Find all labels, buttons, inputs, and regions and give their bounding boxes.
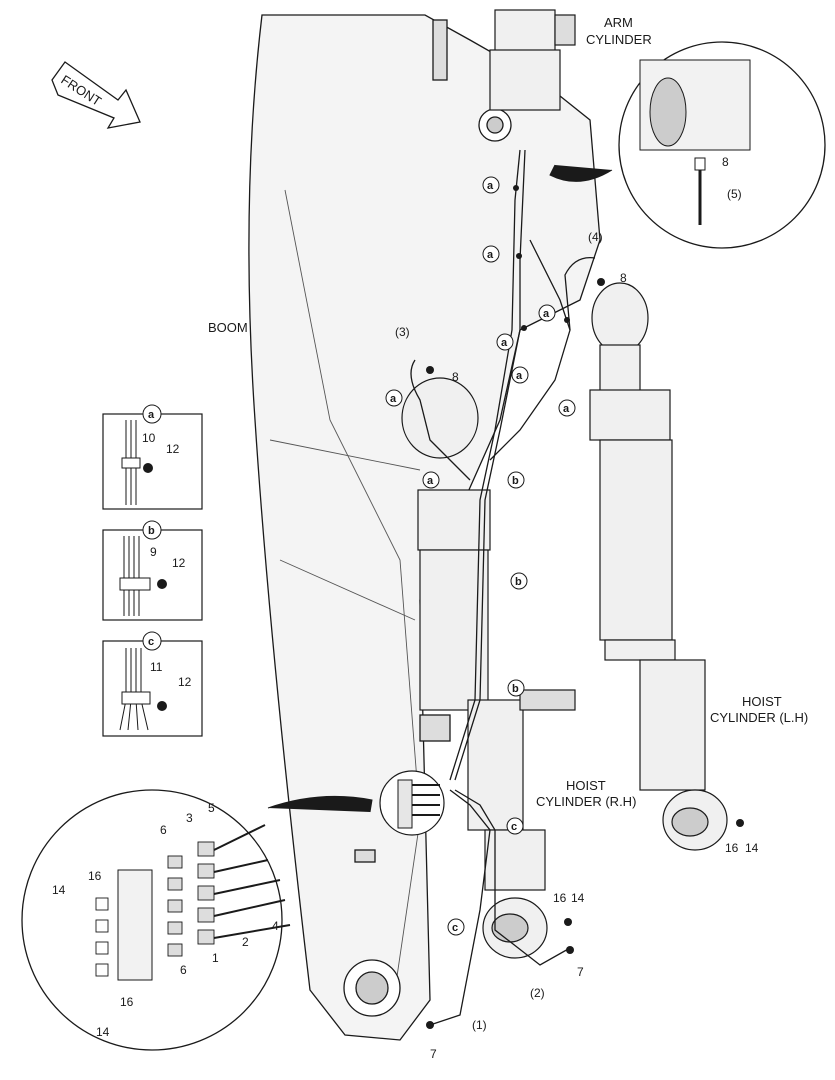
svg-text:a: a xyxy=(543,308,550,320)
part-5-label: (5) xyxy=(727,187,742,201)
part-labels: (3) (4) 8 8 16 14 16 14 7 (2) (1) 7 xyxy=(395,230,759,1061)
svg-text:a: a xyxy=(427,475,434,487)
part-6-top: 6 xyxy=(160,823,167,837)
part-3-label: (3) xyxy=(395,325,410,339)
callout-a-5: a xyxy=(511,366,529,384)
part-16-left-bottom: 16 xyxy=(120,995,134,1009)
part-8-right: 8 xyxy=(620,271,627,285)
callout-bubbles: a a a a a a a a b b b c c xyxy=(385,176,576,936)
front-arrow: FRONT xyxy=(51,61,141,129)
detail-c-part2: 12 xyxy=(178,675,192,689)
detail-c-part1: 11 xyxy=(150,660,163,674)
part-2-label: (2) xyxy=(530,986,545,1000)
part-16-rh: 16 xyxy=(553,891,567,905)
svg-text:a: a xyxy=(501,337,508,349)
part-1-label: (1) xyxy=(472,1018,487,1032)
callout-a-1: a xyxy=(482,176,500,194)
callout-b-2: b xyxy=(510,572,528,590)
part-14-rh: 14 xyxy=(571,891,585,905)
part-16-left-top: 16 xyxy=(88,869,102,883)
callout-a-8: a xyxy=(422,471,440,489)
part-14-left-top: 14 xyxy=(52,883,66,897)
callout-c-1: c xyxy=(506,817,524,835)
svg-text:a: a xyxy=(390,393,397,405)
part-4-label: (4) xyxy=(588,230,603,244)
detail-circle-block: 1 2 3 4 5 6 6 14 16 16 14 xyxy=(21,789,373,1051)
hoist-cylinder-lh xyxy=(589,282,728,851)
callout-b-1: b xyxy=(507,471,525,489)
detail-box-b: b 9 12 xyxy=(102,520,203,621)
part-8-left: 8 xyxy=(452,370,459,384)
hose-routing xyxy=(410,149,596,1026)
hoist-lh-label-2: CYLINDER (L.H) xyxy=(710,710,808,725)
arm-cylinder-label-2: CYLINDER xyxy=(586,32,652,47)
part-7-bottom: 7 xyxy=(430,1047,437,1061)
part-4: 4 xyxy=(272,919,279,933)
svg-text:a: a xyxy=(487,180,494,192)
callout-c-2: c xyxy=(447,918,465,936)
part-5: 5 xyxy=(208,801,215,815)
detail-box-a: a 10 12 xyxy=(102,404,203,510)
svg-text:b: b xyxy=(515,576,522,588)
arm-cylinder xyxy=(489,9,576,111)
part-6-bottom: 6 xyxy=(180,963,187,977)
detail-box-c: c 11 12 xyxy=(102,631,203,737)
svg-text:c: c xyxy=(511,821,517,833)
detail-b-letter: b xyxy=(148,525,155,537)
callout-a-4: a xyxy=(496,333,514,351)
detail-a-letter: a xyxy=(148,409,155,421)
part-14-lh: 14 xyxy=(745,841,759,855)
detail-circle-arm: 8 (5) xyxy=(549,41,826,249)
hoist-lh-label-1: HOIST xyxy=(742,694,782,709)
detail-b-part2: 12 xyxy=(172,556,186,570)
svg-text:b: b xyxy=(512,683,519,695)
part-14-left-bottom: 14 xyxy=(96,1025,110,1039)
fittings xyxy=(426,185,744,1029)
svg-text:a: a xyxy=(563,403,570,415)
callout-a-7: a xyxy=(385,389,403,407)
detail-c-letter: c xyxy=(148,636,154,648)
svg-text:b: b xyxy=(512,475,519,487)
part-7-right: 7 xyxy=(577,965,584,979)
part-3: 3 xyxy=(186,811,193,825)
hoist-rh-label-2: CYLINDER (R.H) xyxy=(536,794,636,809)
svg-text:a: a xyxy=(487,249,494,261)
detail-b-part1: 9 xyxy=(150,545,157,559)
callout-a-2: a xyxy=(482,245,500,263)
boom-label: BOOM xyxy=(208,320,248,335)
hoist-rh-label-1: HOIST xyxy=(566,778,606,793)
svg-text:c: c xyxy=(452,922,458,934)
part-2: 2 xyxy=(242,935,249,949)
callout-b-3: b xyxy=(507,679,525,697)
part-16-lh: 16 xyxy=(725,841,739,855)
detail-a-part2: 12 xyxy=(166,442,180,456)
connector-block xyxy=(379,770,445,836)
part-1: 1 xyxy=(212,951,219,965)
arm-cylinder-label-1: ARM xyxy=(604,15,633,30)
callout-a-3: a xyxy=(538,304,556,322)
svg-text:a: a xyxy=(516,370,523,382)
part-8-top: 8 xyxy=(722,155,729,169)
detail-a-part1: 10 xyxy=(142,431,156,445)
callout-a-6: a xyxy=(558,399,576,417)
